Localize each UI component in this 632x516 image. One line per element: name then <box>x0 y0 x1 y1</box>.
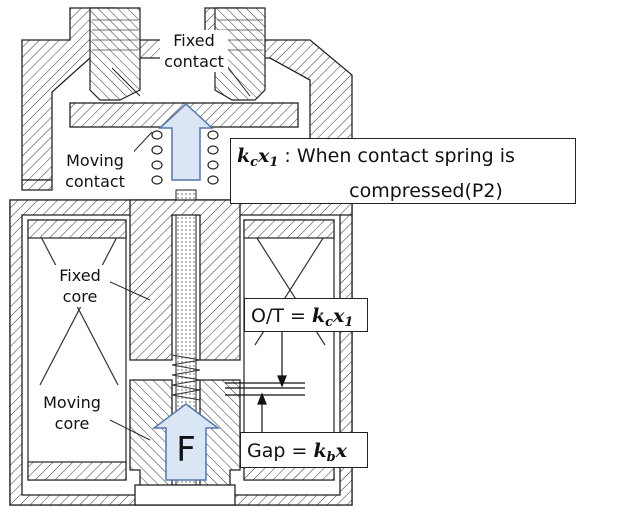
overtravel-callout: O/T = kcx1 <box>244 298 368 332</box>
force-label: F <box>176 430 196 470</box>
gap-callout: Gap = kbx <box>240 432 368 468</box>
coil-left <box>27 219 127 481</box>
gap-dimension-lines <box>225 325 305 432</box>
spring-force-callout: kcx1 : When contact spring is compressed… <box>230 138 576 204</box>
fixed-core <box>129 199 241 361</box>
spring-force-term: kcx1 <box>237 145 279 170</box>
spring-force-desc-2: compressed(P2) <box>349 179 503 202</box>
moving-core <box>129 379 241 506</box>
return-spring <box>171 354 201 401</box>
contact-spring <box>151 130 219 185</box>
spring-force-desc: : When contact spring is <box>278 145 515 167</box>
contact-force-arrow <box>158 102 214 181</box>
drive-force-arrow <box>151 403 221 481</box>
